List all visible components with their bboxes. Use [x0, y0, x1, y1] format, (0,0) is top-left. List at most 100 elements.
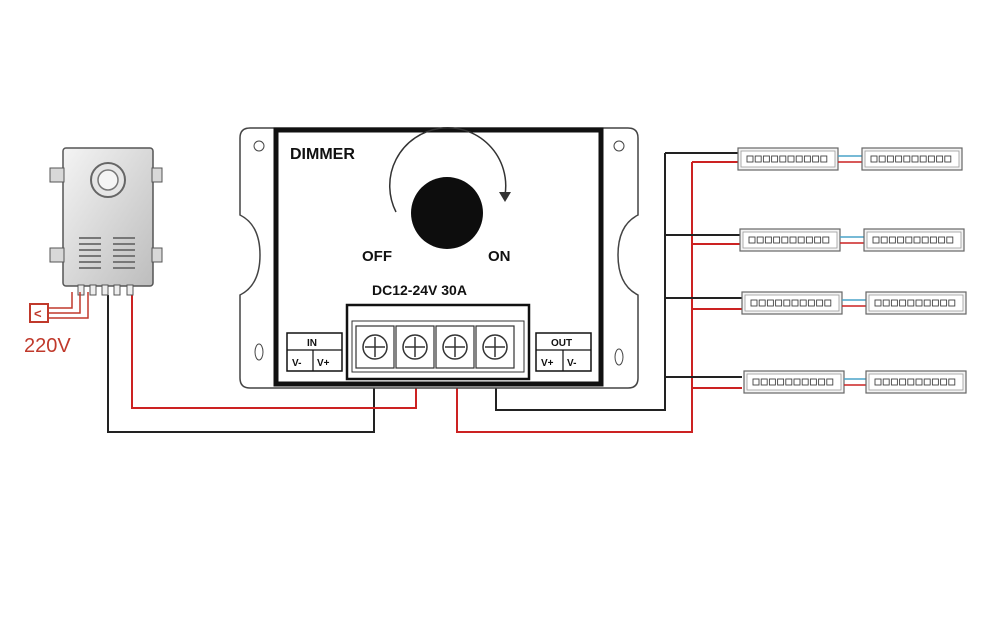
led-chip-icon — [812, 155, 820, 163]
dimmer-knob[interactable] — [411, 177, 483, 249]
led-chip-icon — [923, 299, 931, 307]
led-chip-icon — [795, 155, 803, 163]
led-chip-icon — [929, 236, 937, 244]
led-chip-icon — [771, 155, 779, 163]
led-chip-icon — [919, 155, 927, 163]
led-chip-icon — [946, 236, 954, 244]
knob-off-label: OFF — [362, 248, 392, 265]
rotation-arrowhead-icon — [499, 192, 511, 202]
input-terminal-label: IN V- V+ — [286, 332, 343, 372]
led-strip-segment — [739, 228, 841, 252]
output-terminal-right: V- — [567, 358, 576, 369]
led-chip-icon — [781, 236, 789, 244]
power-supply-vent-icon — [79, 237, 135, 269]
led-chip-icon — [754, 155, 762, 163]
led-chip-icon — [907, 378, 915, 386]
terminal-screws — [355, 325, 515, 369]
led-chip-icon — [905, 236, 913, 244]
mains-plug-glyph: < — [34, 306, 42, 321]
led-chip-icon — [793, 378, 801, 386]
wire-output-negative — [495, 153, 666, 411]
led-chip-icon — [803, 155, 811, 163]
led-chip-icon — [764, 236, 772, 244]
led-chip-icon — [824, 299, 832, 307]
led-chip-icon — [809, 378, 817, 386]
led-chip-icon — [797, 236, 805, 244]
led-chip-icon — [768, 378, 776, 386]
led-chip-icon — [752, 378, 760, 386]
wiring — [107, 152, 742, 433]
led-strip-row — [741, 291, 967, 315]
led-chip-icon — [940, 299, 948, 307]
led-chip-icon — [874, 299, 882, 307]
mounting-hole-icon — [253, 140, 265, 152]
led-chip-icon — [748, 236, 756, 244]
led-chip-icon — [779, 155, 787, 163]
supply-voltage-label: 220V — [24, 335, 71, 357]
led-strip-segment — [861, 147, 963, 171]
led-strip-segment — [743, 370, 845, 394]
wire-supply-positive — [131, 295, 417, 409]
led-chip-icon — [807, 299, 815, 307]
wire-supply-negative — [107, 295, 375, 433]
led-strip-segment — [865, 370, 967, 394]
led-chip-icon — [911, 155, 919, 163]
led-chip-icon — [791, 299, 799, 307]
led-chip-icon — [746, 155, 754, 163]
led-chip-icon — [882, 299, 890, 307]
led-chip-icon — [878, 155, 886, 163]
led-chip-icon — [903, 155, 911, 163]
led-chip-icon — [936, 155, 944, 163]
led-chip-icon — [888, 236, 896, 244]
led-chip-icon — [921, 236, 929, 244]
led-chip-icon — [938, 236, 946, 244]
bus-branches — [665, 152, 742, 389]
input-block-title: IN — [307, 338, 317, 349]
led-strip-segment — [741, 291, 843, 315]
dimmer-title: DIMMER — [290, 146, 355, 163]
led-chip-icon — [880, 236, 888, 244]
led-chip-icon — [773, 236, 781, 244]
led-chip-icon — [915, 378, 923, 386]
led-chip-icon — [777, 378, 785, 386]
led-chip-icon — [890, 299, 898, 307]
led-chip-icon — [775, 299, 783, 307]
led-chip-icon — [822, 236, 830, 244]
led-chip-icon — [948, 299, 956, 307]
led-chip-icon — [940, 378, 948, 386]
led-chip-icon — [907, 299, 915, 307]
output-terminal-left: V+ — [541, 358, 554, 369]
led-chip-icon — [762, 155, 770, 163]
led-chip-icon — [944, 155, 952, 163]
led-chip-icon — [787, 155, 795, 163]
led-chip-icon — [789, 236, 797, 244]
led-chip-icon — [882, 378, 890, 386]
led-chip-icon — [897, 236, 905, 244]
input-terminal-left: V- — [292, 358, 301, 369]
led-chip-icon — [766, 299, 774, 307]
led-strip-segment — [863, 228, 965, 252]
output-terminal-label: OUT V+ V- — [535, 332, 592, 372]
led-chip-icon — [799, 299, 807, 307]
led-chip-icon — [818, 378, 826, 386]
mains-plug-icon — [29, 303, 49, 323]
led-strip-segment — [865, 291, 967, 315]
led-strip-row — [737, 147, 963, 171]
mains-input-wires — [46, 292, 89, 319]
mounting-hole-icon — [254, 343, 264, 361]
led-chip-icon — [801, 378, 809, 386]
led-strip-row — [743, 370, 967, 394]
led-chip-icon — [874, 378, 882, 386]
led-chip-icon — [913, 236, 921, 244]
led-chip-icon — [870, 155, 878, 163]
dimmer-rating-label: DC12-24V 30A — [372, 282, 467, 298]
led-chip-icon — [886, 155, 894, 163]
led-chip-icon — [756, 236, 764, 244]
led-chip-icon — [785, 378, 793, 386]
knob-on-label: ON — [488, 248, 511, 265]
led-chip-icon — [758, 299, 766, 307]
led-chip-icon — [872, 236, 880, 244]
led-chip-icon — [899, 378, 907, 386]
mounting-hole-icon — [613, 140, 625, 152]
